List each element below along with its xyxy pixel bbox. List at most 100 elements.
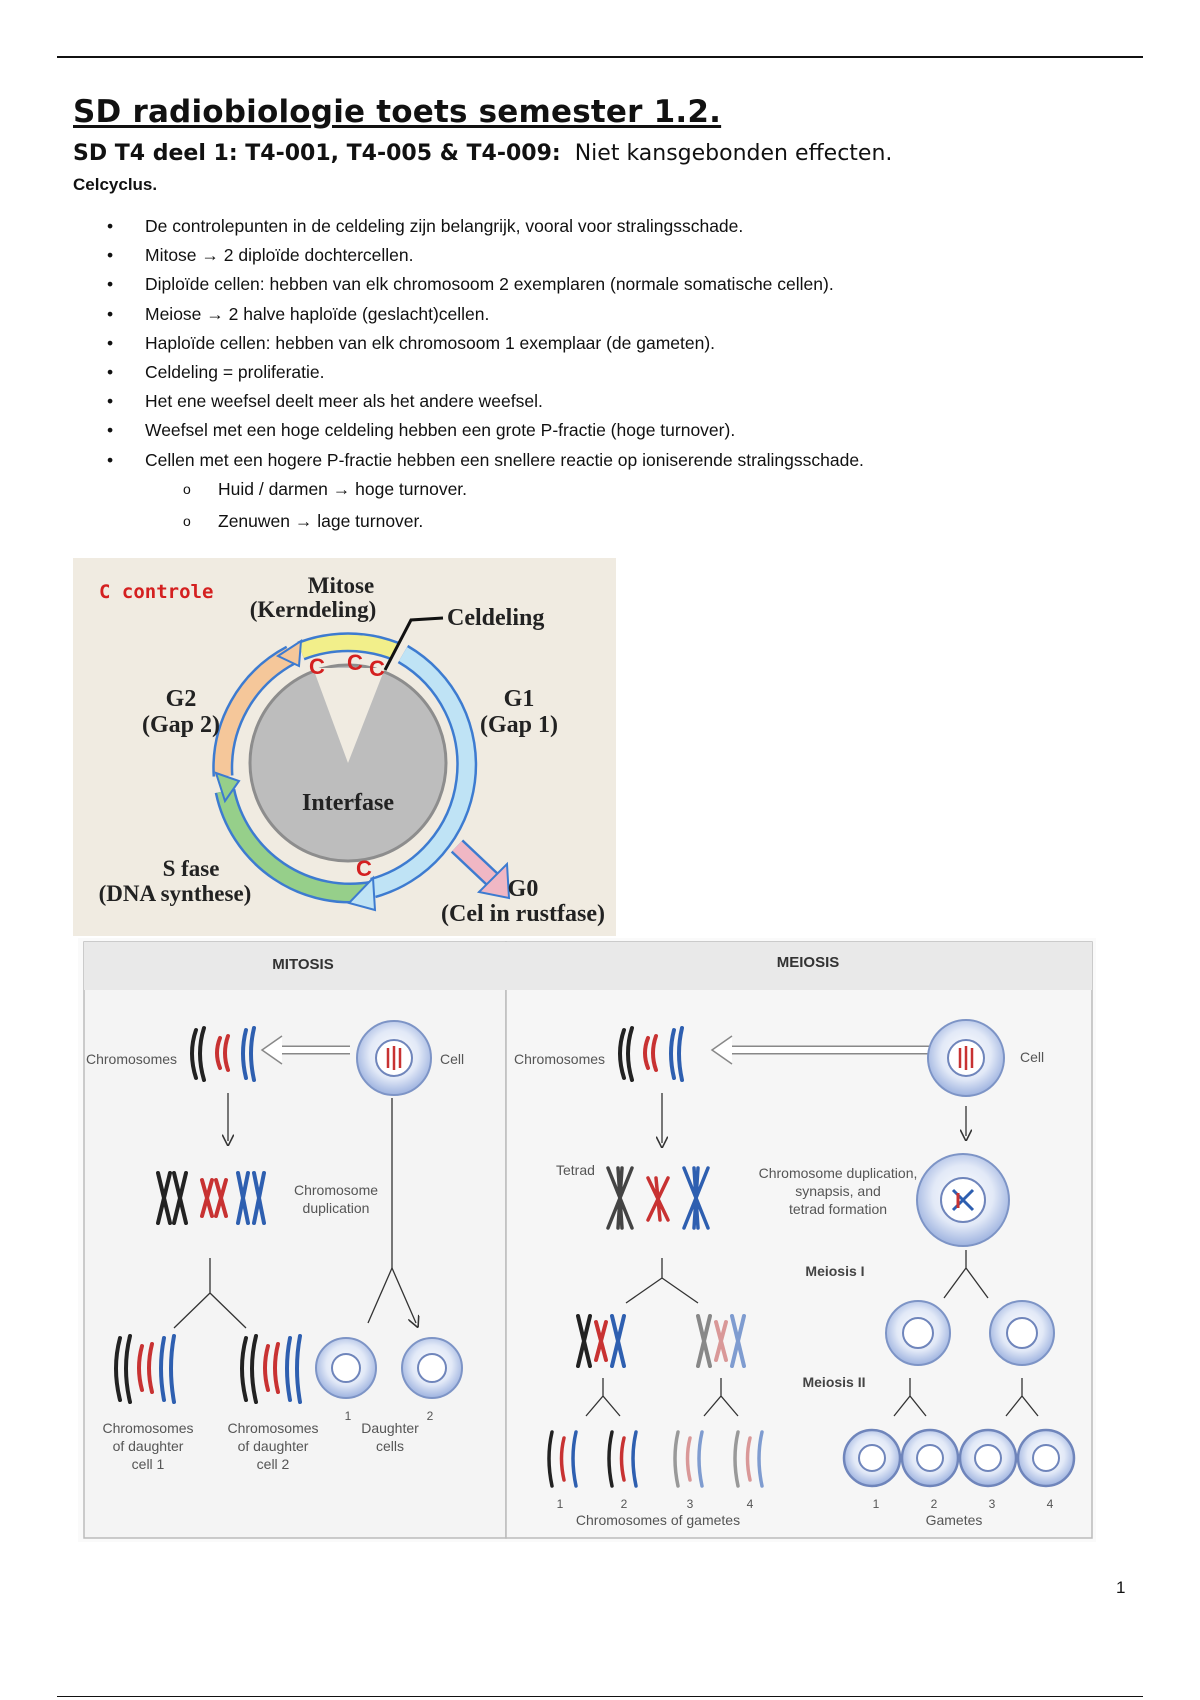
arrow-icon <box>214 771 241 804</box>
meiosis-1-label: Meiosis I <box>805 1263 864 1279</box>
chromosome-set-icon <box>618 1026 684 1082</box>
footer-rule <box>57 1696 1143 1697</box>
checkpoint-mark: C <box>356 856 372 881</box>
sub-bullet-icon: o <box>183 512 191 529</box>
checkpoint-mark: C <box>347 650 363 675</box>
g2-label: G2 <box>166 686 197 712</box>
gamete-number: 3 <box>989 1497 996 1511</box>
daughter-number-2: 2 <box>427 1409 434 1423</box>
g2-sub-label: (Gap 2) <box>142 712 220 738</box>
tetrad-icon <box>606 1166 710 1230</box>
gamete-chromosome-number: 2 <box>621 1497 628 1511</box>
duplication-label-1: Chromosome <box>294 1182 378 1198</box>
sub-bullet-icon: o <box>183 480 191 497</box>
cell-label: Cell <box>440 1051 464 1067</box>
split-arrow <box>1005 1378 1039 1417</box>
g1-arc <box>370 647 475 896</box>
interfase-label: Interfase <box>302 790 394 816</box>
tetrad-label: Tetrad <box>556 1162 595 1178</box>
meiosis-duplication-label: synapsis, and <box>795 1183 881 1199</box>
chromosomes-label: Chromosomes <box>514 1051 605 1067</box>
meiosis-header <box>506 942 1092 990</box>
chromosomes-label: Chromosomes <box>86 1051 177 1067</box>
daughter-cells-label: Daughter <box>361 1420 419 1436</box>
meiosis-1-chromosomes-icon <box>576 1314 746 1368</box>
mitosis-meiosis-figure: MITOSIS MEIOSIS Chromosomes Cell Chromos… <box>78 938 1096 1542</box>
chromosome-set-icon <box>190 1026 256 1082</box>
chromatin-icon <box>951 1188 975 1212</box>
mitosis-wedge <box>313 668 385 763</box>
mitosis-meiosis-diagram: MITOSIS MEIOSIS Chromosomes Cell Chromos… <box>83 941 1093 1539</box>
daughter-2-label: of daughter <box>238 1438 309 1454</box>
daughter-1-label: of daughter <box>113 1438 184 1454</box>
meiosis-title: MEIOSIS <box>777 954 840 971</box>
g0-label: G0 <box>508 876 539 902</box>
legend-label: C controle <box>99 581 213 603</box>
bullet-icon: • <box>107 361 114 382</box>
bullet-list: •De controlepunten in de celdeling zijn … <box>73 216 864 543</box>
duplication-label-2: duplication <box>303 1200 370 1216</box>
cell-cycle-diagram: C C C C C controle Mitose (Kerndeling) C… <box>99 573 605 927</box>
bullet-icon: • <box>107 332 114 353</box>
kerndeling-label: (Kerndeling) <box>250 597 377 622</box>
list-item: •Haploïde cellen: hebben van elk chromos… <box>107 332 716 353</box>
daughter-chromosomes-1-icon <box>114 1334 176 1404</box>
list-item: •Diploïde cellen: hebben van elk chromos… <box>107 274 834 295</box>
g0-arrow-head-icon <box>476 861 511 900</box>
mitose-label: Mitose <box>308 573 374 598</box>
g1-label: G1 <box>504 686 535 712</box>
mitosis-header <box>84 942 506 990</box>
mitosis-panel <box>83 941 507 1539</box>
duplicated-chromosomes-icon <box>156 1171 266 1225</box>
checkpoint-mark: C <box>369 656 385 681</box>
document-title: SD radiobiologie toets semester 1.2. <box>73 94 722 130</box>
nucleus-icon <box>974 1444 1002 1472</box>
split-arrow <box>173 1258 247 1329</box>
bullet-icon: • <box>107 420 114 441</box>
nucleus-icon <box>417 1353 447 1383</box>
bullet-icon: • <box>107 245 114 266</box>
bullet-icon: • <box>107 274 114 295</box>
split-arrow <box>367 1267 416 1323</box>
split-arrow <box>943 1250 989 1299</box>
list-item: •Mitose → 2 diploïde dochtercellen. <box>107 245 414 266</box>
chromatin-icon <box>386 1046 402 1070</box>
nucleus-icon <box>331 1353 361 1383</box>
nucleus-icon <box>858 1444 886 1472</box>
list-item: •Meiose → 2 halve haploïde (geslacht)cel… <box>107 303 490 324</box>
arrow-icon <box>260 1035 283 1065</box>
daughter-cells-label: cells <box>376 1438 404 1454</box>
subtitle-bold: SD T4 deel 1: T4-001, T4-005 & T4-009: <box>73 141 561 166</box>
bullet-icon: • <box>107 449 114 470</box>
s-phase-sub-label: (DNA synthese) <box>99 881 252 906</box>
daughter-2-label: cell 2 <box>257 1456 290 1472</box>
nucleus-icon <box>902 1317 934 1349</box>
arrow-icon <box>275 639 303 668</box>
daughter-1-label: cell 1 <box>132 1456 165 1472</box>
header-rule <box>57 56 1143 58</box>
split-arrow <box>585 1378 621 1417</box>
arrow-icon <box>710 1035 733 1065</box>
gamete-number: 1 <box>873 1497 880 1511</box>
gametes-chromosomes-label: Chromosomes of gametes <box>576 1512 740 1528</box>
arrow-icon <box>347 875 377 912</box>
celdeling-label: Celdeling <box>447 605 544 631</box>
gametes-label: Gametes <box>926 1512 983 1528</box>
daughter-number-1: 1 <box>345 1409 352 1423</box>
s-phase-label: S fase <box>163 856 220 881</box>
section-heading: Celcyclus. <box>73 175 158 194</box>
chromatin-icon <box>958 1046 974 1070</box>
gamete-number: 2 <box>931 1497 938 1511</box>
split-arrow <box>625 1258 699 1304</box>
list-item: •De controlepunten in de celdeling zijn … <box>107 216 744 236</box>
split-arrow <box>893 1378 927 1417</box>
list-item: •Celdeling = proliferatie. <box>107 361 325 382</box>
nucleus-icon <box>1006 1317 1038 1349</box>
meiosis-duplication-label: tetrad formation <box>789 1201 887 1217</box>
celdeling-pointer <box>383 616 444 671</box>
list-item: •Weefsel met een hoge celdeling hebben e… <box>107 420 736 441</box>
page-number: 1 <box>1116 1578 1126 1597</box>
meiosis-duplication-label: Chromosome duplication, <box>759 1165 918 1181</box>
daughter-chromosomes-2-icon <box>240 1334 302 1404</box>
